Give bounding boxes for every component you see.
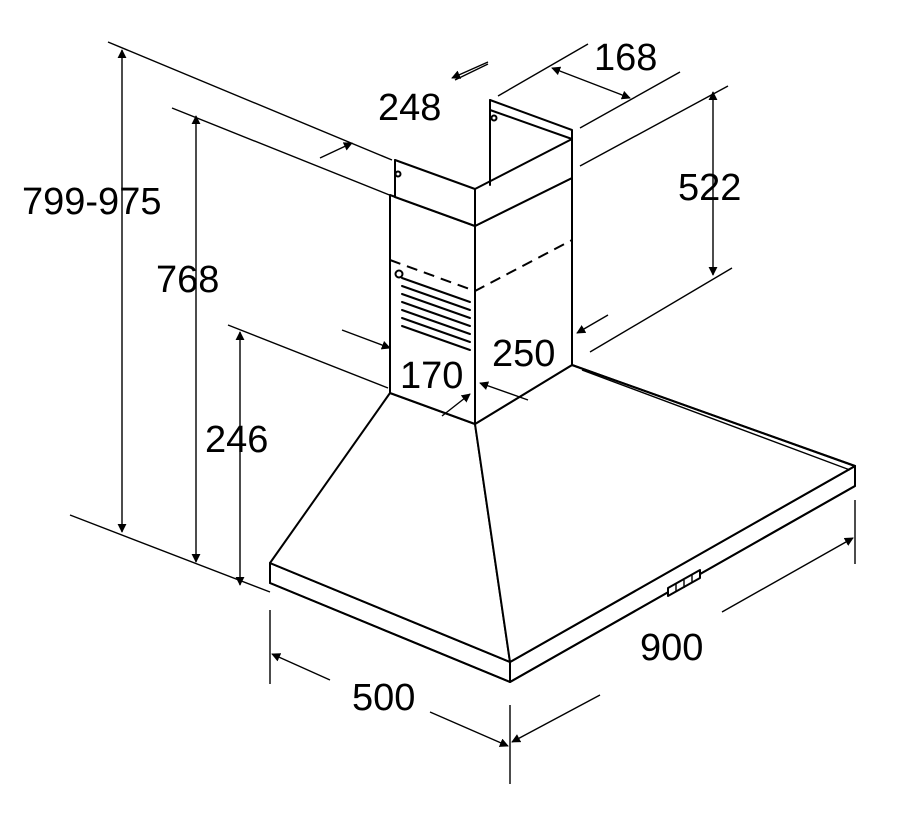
control-buttons xyxy=(667,569,701,597)
hood-canopy xyxy=(269,364,856,683)
dim-line-900-left xyxy=(511,694,601,743)
label-246: 246 xyxy=(205,419,268,461)
dim-line-500-right xyxy=(429,711,509,747)
label-overall-height: 799-975 xyxy=(22,181,161,223)
label-168: 168 xyxy=(594,37,657,79)
dim-line-248 xyxy=(451,61,489,79)
lower-chimney xyxy=(389,177,573,425)
label-522: 522 xyxy=(678,167,741,209)
dimension-labels: 799-975 768 246 248 168 522 170 250 500 … xyxy=(22,37,741,719)
label-250: 250 xyxy=(492,333,555,375)
overlap-line xyxy=(389,239,573,293)
dim-line-500-left xyxy=(271,653,331,681)
label-248: 248 xyxy=(378,87,441,129)
label-500: 500 xyxy=(352,677,415,719)
dim-line-900-right xyxy=(721,537,854,613)
vent-grille xyxy=(394,269,471,351)
dimension-lines xyxy=(69,41,856,784)
upper-chimney-back-face xyxy=(489,99,573,140)
label-768: 768 xyxy=(156,259,219,301)
upper-chimney xyxy=(394,99,573,227)
label-900: 900 xyxy=(640,627,703,669)
dim-line-168 xyxy=(551,66,631,100)
label-170: 170 xyxy=(400,355,463,397)
upper-chimney-right-face xyxy=(474,138,573,227)
